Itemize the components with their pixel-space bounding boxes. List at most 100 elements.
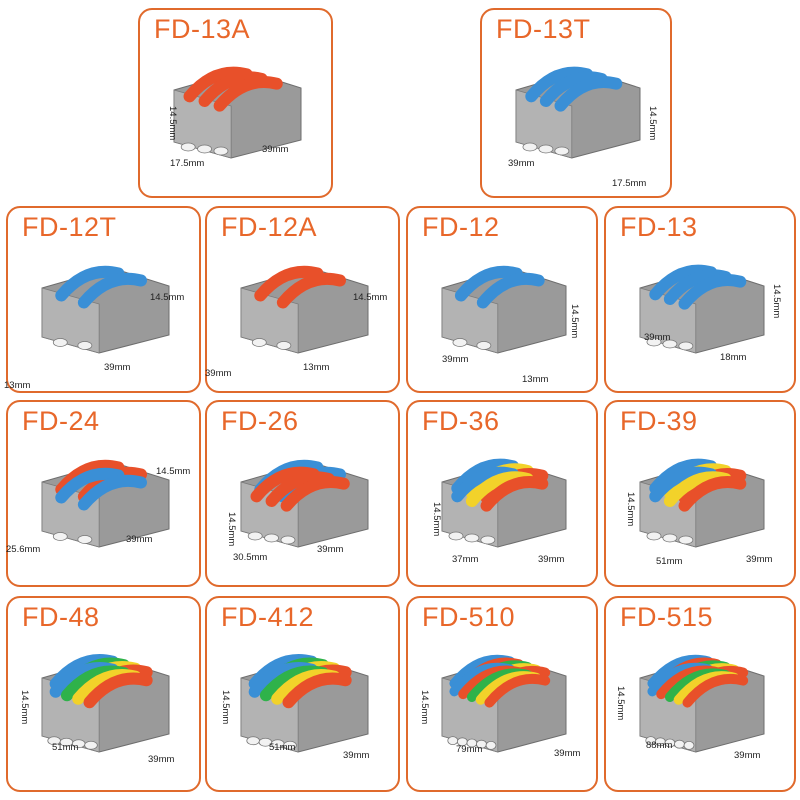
dimension-label: 39mm bbox=[126, 534, 152, 545]
dimension-label: 51mm bbox=[52, 742, 78, 753]
lever bbox=[55, 265, 125, 302]
lever bbox=[678, 273, 747, 310]
wire-hole bbox=[646, 531, 662, 541]
wire-hole bbox=[52, 338, 68, 347]
model-title: FD-13T bbox=[496, 14, 591, 44]
product-card: 14.5mm 39mm 17.5mm FD-13T bbox=[480, 8, 672, 198]
connector-illustration bbox=[515, 66, 641, 159]
wire-hole bbox=[197, 144, 212, 154]
wire-hole bbox=[247, 531, 263, 541]
wire-hole bbox=[280, 535, 296, 545]
product-image: 14.5mm 17.5mm 39mm bbox=[167, 66, 302, 169]
product-card: 14.5mm 39mm 13mm FD-12T bbox=[4, 206, 201, 393]
wire-hole bbox=[251, 338, 267, 347]
model-title: FD-48 bbox=[22, 602, 100, 632]
model-title: FD-412 bbox=[221, 602, 315, 632]
dimension-label: 39mm bbox=[205, 368, 231, 379]
lever bbox=[476, 272, 545, 309]
model-title: FD-12T bbox=[22, 212, 117, 242]
connector-illustration bbox=[173, 66, 302, 159]
model-title: FD-39 bbox=[620, 406, 698, 436]
wire-hole bbox=[276, 341, 292, 350]
wire-hole bbox=[646, 337, 662, 347]
dimension-label: 39mm bbox=[644, 332, 670, 343]
dimension-label: 14.5mm bbox=[353, 292, 387, 303]
dimension-label: 39mm bbox=[104, 362, 130, 373]
connector-illustration bbox=[639, 654, 765, 753]
connector-illustration bbox=[441, 265, 567, 354]
wire-hole bbox=[476, 341, 492, 350]
lever bbox=[254, 265, 324, 302]
lever bbox=[480, 475, 549, 512]
dimension-label: 14.5mm bbox=[150, 292, 184, 303]
wire-hole bbox=[485, 740, 497, 750]
wire-hole bbox=[452, 338, 468, 347]
dimension-label: 14.5mm bbox=[431, 502, 442, 536]
dimension-label: 14.5mm bbox=[771, 284, 782, 318]
connector-illustration bbox=[41, 654, 170, 753]
dimension-label: 39mm bbox=[442, 354, 468, 365]
dimension-label: 17.5mm bbox=[612, 178, 646, 189]
lever bbox=[55, 467, 125, 504]
model-title: FD-510 bbox=[422, 602, 516, 632]
dimension-label: 18mm bbox=[720, 352, 746, 363]
product-image: 14.5mm 39mm 13mm bbox=[4, 265, 184, 391]
dimension-label: 39mm bbox=[746, 554, 772, 565]
lever bbox=[282, 672, 352, 709]
model-title: FD-12 bbox=[422, 212, 500, 242]
model-title: FD-26 bbox=[221, 406, 299, 436]
connector-illustration bbox=[41, 459, 170, 548]
model-title: FD-13A bbox=[154, 14, 251, 44]
dimension-label: 39mm bbox=[262, 144, 288, 155]
dimension-label: 17.5mm bbox=[170, 158, 204, 169]
dimension-label: 14.5mm bbox=[167, 106, 178, 140]
dimension-label: 14.5mm bbox=[220, 690, 231, 724]
lever bbox=[682, 673, 749, 708]
dimension-label: 14.5mm bbox=[615, 686, 626, 720]
dimension-label: 14.5mm bbox=[625, 492, 636, 526]
connector-illustration bbox=[639, 458, 765, 548]
dimension-label: 39mm bbox=[508, 158, 534, 169]
wire-hole bbox=[522, 142, 538, 152]
wire-hole bbox=[84, 740, 98, 750]
dimension-label: 13mm bbox=[4, 380, 30, 391]
wire-hole bbox=[213, 146, 229, 156]
product-card: 14.5mm 17.5mm 39mm FD-13A bbox=[138, 8, 333, 198]
lever bbox=[454, 265, 523, 302]
lever bbox=[678, 475, 747, 512]
connector-illustration bbox=[441, 458, 567, 548]
lever bbox=[484, 673, 551, 708]
connector-illustration bbox=[240, 654, 369, 753]
wire-hole bbox=[448, 531, 464, 541]
dimension-label: 14.5mm bbox=[156, 466, 190, 477]
connector-illustration bbox=[240, 265, 369, 354]
dimension-label: 14.5mm bbox=[647, 106, 658, 140]
connector-illustration bbox=[41, 265, 170, 354]
wire-hole bbox=[554, 146, 570, 156]
model-title: FD-36 bbox=[422, 406, 500, 436]
connector-illustration bbox=[240, 459, 369, 548]
product-image: 14.5mm 39mm 18mm bbox=[639, 264, 782, 363]
model-title: FD-12A bbox=[221, 212, 318, 242]
dimension-label: 14.5mm bbox=[569, 304, 580, 338]
wire-hole bbox=[246, 736, 260, 746]
lever bbox=[554, 75, 623, 112]
product-image: 14.5mm 39mm 17.5mm bbox=[508, 66, 658, 189]
dimension-label: 88mm bbox=[646, 740, 672, 751]
